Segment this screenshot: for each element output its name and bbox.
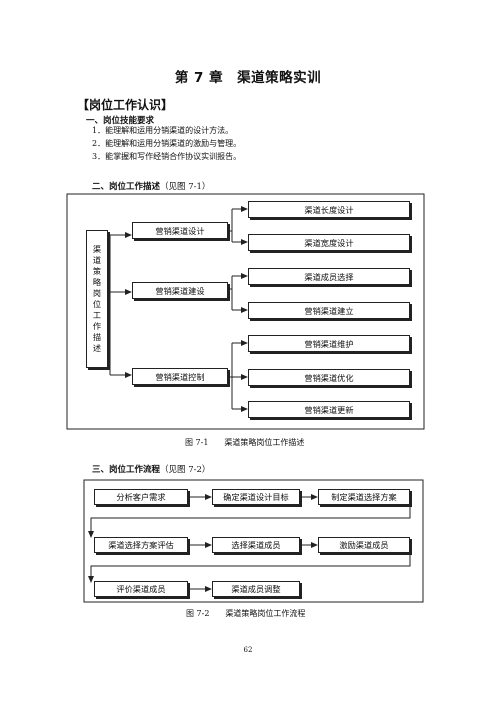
level1-box-control: 营销渠道控制 [132,368,228,385]
description-heading-text: 二、岗位工作描述 [92,182,161,192]
process-heading: 三、岗位工作流程（见图 7-2） [92,463,210,475]
figure-7-2-frame [83,479,424,603]
level2-box-optimize: 营销渠道优化 [248,369,410,386]
level2-box-length: 渠道长度设计 [248,201,410,218]
process-heading-note: （见图 7-2） [160,465,211,475]
process-step-8: 渠道成员调整 [212,581,300,597]
figure-7-1-caption: 图 7-1 渠道策略岗位工作描述 [185,438,305,447]
process-step-3: 制定渠道选择方案 [318,489,410,505]
root-char: 作 [92,321,102,331]
section-heading: 【岗位工作认识】 [77,98,174,112]
description-heading-note: （见图 7-1） [160,182,211,192]
root-char: 岗 [92,288,102,298]
level1-box-build: 营销渠道建设 [132,282,228,299]
root-char: 描 [92,332,102,342]
process-step-4: 渠道选择方案评估 [94,537,188,553]
root-char: 工 [92,310,102,320]
root-char: 略 [92,277,102,287]
process-step-1: 分析客户需求 [94,489,188,505]
skill-item-2: 2．能理解和运用分销渠道的激励与管理。 [92,139,242,148]
level2-box-update: 营销渠道更新 [248,401,410,418]
root-char: 位 [92,299,102,309]
process-step-5: 选择渠道成员 [212,537,300,553]
level2-box-maintain: 营销渠道维护 [248,335,410,352]
figure-7-2-caption: 图 7-2 渠道策略岗位工作流程 [186,609,306,618]
page-number: 62 [243,646,253,654]
chapter-title: 第 7 章 渠道策略实训 [174,70,322,86]
root-char: 策 [92,266,102,276]
level2-box-width: 渠道宽度设计 [248,234,410,251]
skill-item-1: 1．能理解和运用分销渠道的设计方法。 [92,126,234,135]
level1-box-design: 营销渠道设计 [132,222,228,239]
root-char: 述 [92,343,102,353]
description-heading: 二、岗位工作描述（见图 7-1） [92,180,210,192]
root-char: 道 [92,255,102,265]
process-step-2: 确定渠道设计目标 [212,489,300,505]
level2-box-member-select: 渠道成员选择 [248,268,410,285]
level2-box-establish: 营销渠道建立 [248,302,410,319]
process-step-7: 评价渠道成员 [94,581,188,597]
root-char: 渠 [92,244,102,254]
process-heading-text: 三、岗位工作流程 [92,465,161,475]
skill-item-3: 3．能掌握和写作经销合作协议实训报告。 [92,152,242,161]
figure-7-1-frame [66,193,425,430]
root-box: 渠 道 策 略 岗 位 工 作 描 述 [86,230,108,368]
skills-heading: 一、岗位技能要求 [86,116,155,126]
process-step-6: 激励渠道成员 [318,537,410,553]
